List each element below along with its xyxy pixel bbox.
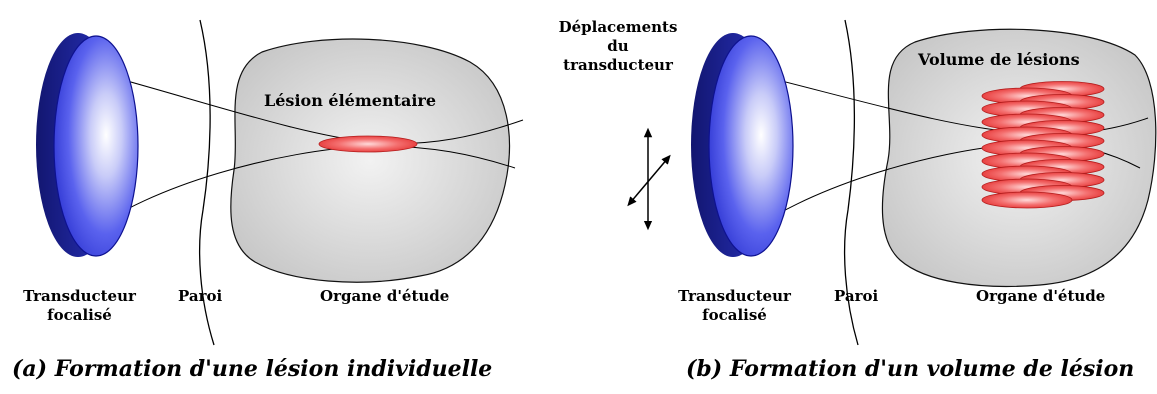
wall-label: Paroi <box>834 287 879 305</box>
wall-line <box>198 19 215 346</box>
lesion-stack <box>981 81 1105 209</box>
diagonal-displacement-arrow <box>627 154 671 207</box>
transducer-label-line1: Transducteur <box>23 287 136 305</box>
transducer-label-line2: focalisé <box>47 306 112 324</box>
transducer-label: Transducteur focalisé <box>12 287 147 325</box>
panel-a <box>36 19 524 346</box>
wall-label: Paroi <box>178 287 223 305</box>
lesion-volume-label: Volume de lésions <box>918 50 1080 69</box>
organ-label: Organe d'étude <box>976 287 1106 305</box>
transducer-label: Transducteur focalisé <box>667 287 802 325</box>
organ-label: Organe d'étude <box>320 287 450 305</box>
transducer-face <box>708 35 794 257</box>
panel-b <box>627 19 1157 346</box>
displacement-label-line2: du <box>607 37 629 55</box>
elementary-lesion <box>318 135 418 153</box>
displacement-label-line1: Déplacements <box>558 18 678 36</box>
displacement-label-line3: transducteur <box>563 56 673 74</box>
transducer-face <box>53 35 139 257</box>
displacement-label: Déplacements du transducteur <box>558 18 678 75</box>
caption-a: (a) Formation d'une lésion individuelle <box>12 356 493 382</box>
lesion-front-9 <box>981 191 1073 209</box>
caption-b: (b) Formation d'un volume de lésion <box>686 356 1135 382</box>
wall-line <box>843 19 859 346</box>
elementary-lesion-label: Lésion élémentaire <box>264 91 437 110</box>
transducer-label-line1: Transducteur <box>678 287 791 305</box>
organ-shape <box>230 38 510 283</box>
transducer-label-line2: focalisé <box>702 306 767 324</box>
